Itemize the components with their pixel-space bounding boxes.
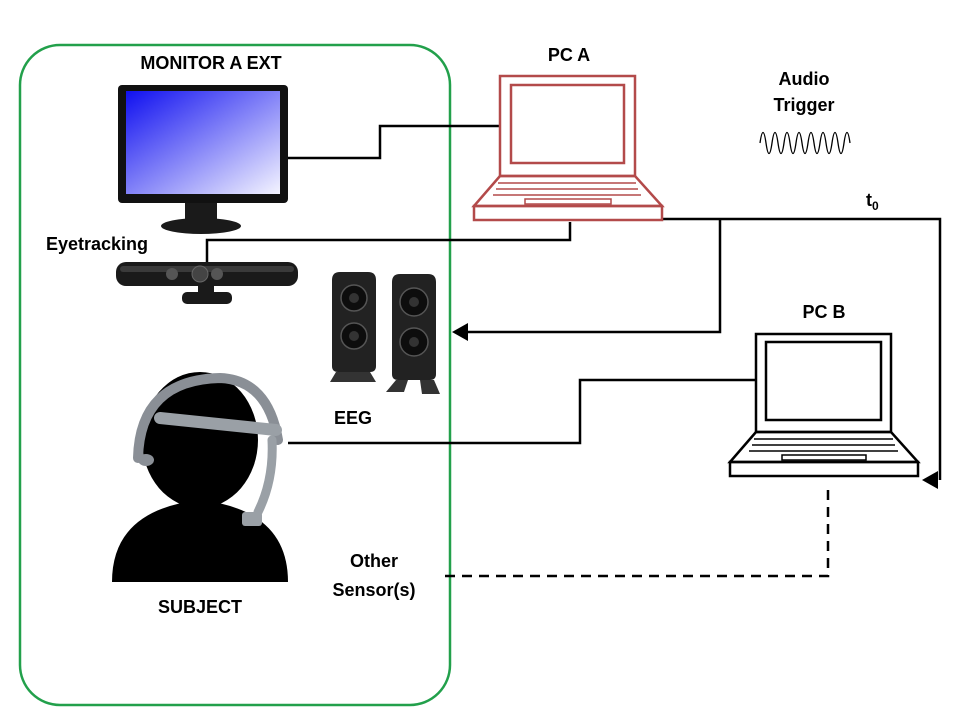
monitor-group-label: MONITOR A EXT xyxy=(140,53,281,73)
audio-label-line2: Trigger xyxy=(773,95,834,115)
subject-label: SUBJECT xyxy=(158,597,242,617)
eeg-label: EEG xyxy=(334,408,372,428)
pc-a-to-pc-b-trigger-wire xyxy=(662,217,942,480)
eeg-to-pc-b-wire xyxy=(288,378,756,445)
connection-wires xyxy=(205,124,942,578)
eyetracking-label: Eyetracking xyxy=(46,234,148,254)
person-with-eeg-headset-icon xyxy=(112,372,288,582)
pc-b-label: PC B xyxy=(802,302,845,322)
pc-b-arrowhead xyxy=(922,471,938,489)
speaker-arrowhead xyxy=(452,323,468,341)
trigger-to-speakers-wire xyxy=(460,219,722,334)
monitor-to-pc-a-wire xyxy=(288,124,500,160)
other-sensors-to-pc-b-wire xyxy=(445,485,830,578)
t0-subscript: 0 xyxy=(872,199,879,213)
t0-label: t0 xyxy=(866,190,879,213)
monitor-a-ext-group xyxy=(18,43,452,707)
audio-label-line1: Audio xyxy=(779,69,830,89)
pc-a-label: PC A xyxy=(548,45,590,65)
other-sensors-label-line1: Other xyxy=(350,551,398,571)
eyetracker-icon xyxy=(116,262,298,304)
speakers-icon xyxy=(330,272,440,394)
t0-base: t xyxy=(866,190,872,210)
other-sensors-label-line2: Sensor(s) xyxy=(332,580,415,600)
pc-a-to-eyetracker-wire xyxy=(205,222,572,262)
audio-waveform-icon xyxy=(759,131,851,155)
laptop-icon xyxy=(471,74,665,222)
monitor-icon xyxy=(118,85,288,234)
laptop-icon xyxy=(727,332,921,478)
